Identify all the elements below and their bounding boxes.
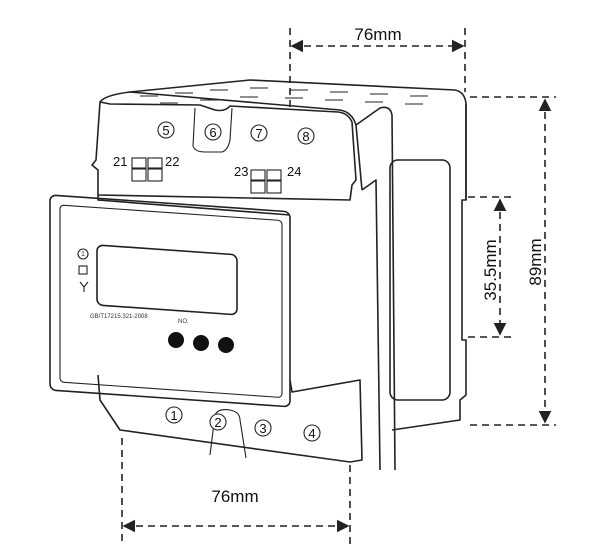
terminal-6: 6 [209, 125, 216, 140]
top-width-dimension [289, 28, 466, 108]
terminal-24: 24 [287, 164, 301, 179]
bottom-width-label: 76mm [211, 487, 258, 506]
height-dimension [470, 96, 556, 426]
button-1[interactable] [168, 332, 184, 348]
terminal-23: 23 [234, 164, 248, 179]
top-width-label: 76mm [354, 25, 401, 44]
lcd-display [96, 244, 238, 316]
terminal-4: 4 [308, 426, 315, 441]
button-2[interactable] [193, 335, 209, 351]
standard-text: GB/T17215.321-2008 [90, 314, 148, 320]
terminal-5: 5 [162, 123, 169, 138]
bottom-width-dimension [121, 438, 351, 545]
aux-terminal-blocks [131, 157, 282, 194]
front-module [49, 194, 291, 408]
terminal-22: 22 [165, 154, 179, 169]
network-icon [79, 281, 89, 292]
indicator-1: 1 [81, 251, 85, 258]
button-label: NO. [178, 319, 189, 325]
meter-body [49, 79, 467, 471]
top-vents [140, 87, 428, 105]
pulse-led-icon [78, 265, 88, 275]
rail-height-dimension [468, 196, 512, 338]
terminal-21: 21 [113, 154, 127, 169]
height-label: 89mm [526, 238, 545, 285]
terminal-2: 2 [214, 415, 221, 430]
rail-height-label: 35.5mm [481, 239, 500, 300]
terminal-1: 1 [170, 408, 177, 423]
side-window [389, 159, 451, 401]
terminal-7: 7 [255, 126, 262, 141]
terminal-3: 3 [259, 421, 266, 436]
terminal-8: 8 [302, 129, 309, 144]
button-3[interactable] [218, 337, 234, 353]
